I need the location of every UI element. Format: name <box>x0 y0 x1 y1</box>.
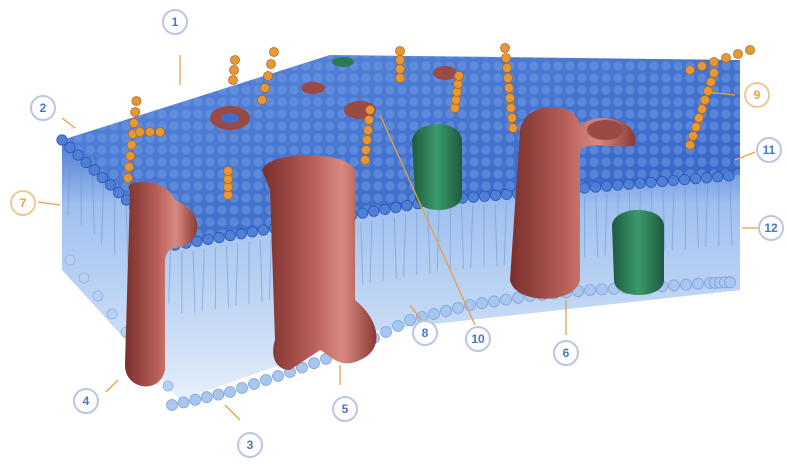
label-8: 8 <box>412 320 438 346</box>
surface-protein-f <box>587 120 623 140</box>
surface-protein-c <box>433 66 457 80</box>
surface-protein-d <box>301 82 325 94</box>
surface-protein-e <box>332 57 354 67</box>
label-9: 9 <box>744 82 770 108</box>
label-7: 7 <box>10 190 36 216</box>
integral-protein-green <box>612 210 664 295</box>
label-5: 5 <box>332 396 358 422</box>
label-1: 1 <box>162 9 188 35</box>
label-12: 12 <box>758 215 784 241</box>
label-6: 6 <box>553 340 579 366</box>
label-2: 2 <box>30 95 56 121</box>
label-10: 10 <box>465 326 491 352</box>
peripheral-protein-green <box>412 124 462 210</box>
label-3: 3 <box>237 432 263 458</box>
label-4: 4 <box>73 388 99 414</box>
label-11: 11 <box>756 137 782 163</box>
